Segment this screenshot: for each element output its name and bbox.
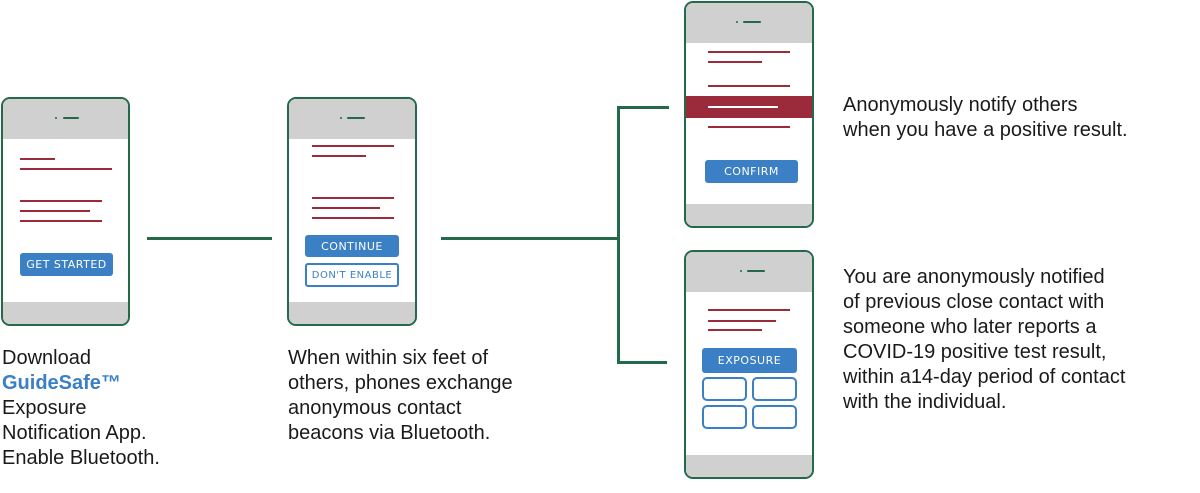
text-line xyxy=(312,207,380,209)
phone-bottom-bezel xyxy=(289,302,415,324)
speaker-icon xyxy=(63,117,79,119)
phone-top-bezel xyxy=(686,252,812,292)
text-line xyxy=(708,320,776,322)
caption-line: When within six feet of xyxy=(288,347,489,369)
get-started-button[interactable]: GET STARTED xyxy=(20,253,113,276)
caption-step4: You are anonymously notified of previous… xyxy=(843,265,1125,415)
connector-step2-branch xyxy=(441,237,619,240)
caption-line: when you have a positive result. xyxy=(843,119,1128,141)
text-line xyxy=(708,309,790,311)
phone-confirm-positive: CONFIRM xyxy=(684,1,814,228)
dont-enable-button[interactable]: DON'T ENABLE xyxy=(305,263,399,287)
phone-top-bezel xyxy=(3,99,128,139)
phone-bottom-bezel xyxy=(686,455,812,477)
tile-1[interactable] xyxy=(702,377,747,401)
caption-line: COVID-19 positive test result, xyxy=(843,341,1107,363)
caption-line: within a14-day period of contact xyxy=(843,366,1126,388)
caption-line: beacons via Bluetooth. xyxy=(288,422,491,444)
caption-line: others, phones exchange xyxy=(288,372,513,394)
camera-icon xyxy=(740,270,742,272)
phone-top-bezel xyxy=(289,99,415,139)
text-line xyxy=(20,210,90,212)
phone-get-started: GET STARTED xyxy=(1,97,130,326)
connector-branch-vertical xyxy=(617,106,620,363)
text-line xyxy=(312,145,394,147)
camera-icon xyxy=(736,21,738,23)
caption-step2: When within six feet of others, phones e… xyxy=(288,346,513,446)
caption-line: Notification App. xyxy=(2,422,147,444)
exposure-button[interactable]: EXPOSURE xyxy=(702,348,797,373)
text-line xyxy=(20,158,55,160)
tile-2[interactable] xyxy=(752,377,797,401)
phone-top-bezel xyxy=(686,3,812,43)
tile-4[interactable] xyxy=(752,405,797,429)
text-line xyxy=(708,61,762,63)
text-line xyxy=(20,220,102,222)
caption-line: Download xyxy=(2,347,91,369)
text-line xyxy=(20,168,112,170)
caption-line: Exposure xyxy=(2,397,87,419)
caption-line: of previous close contact with xyxy=(843,291,1105,313)
speaker-icon xyxy=(747,270,765,272)
text-line xyxy=(708,126,790,128)
text-line xyxy=(708,329,762,331)
tile-3[interactable] xyxy=(702,405,747,429)
caption-step3: Anonymously notify others when you have … xyxy=(843,93,1128,143)
phone-exposure-notification: EXPOSURE xyxy=(684,250,814,479)
phone-bluetooth-permission: CONTINUE DON'T ENABLE xyxy=(287,97,417,326)
caption-line: Enable Bluetooth. xyxy=(2,447,160,469)
caption-line: with the individual. xyxy=(843,391,1007,413)
speaker-icon xyxy=(347,117,365,119)
phone-bottom-bezel xyxy=(686,204,812,226)
text-line xyxy=(312,217,394,219)
caption-line: Anonymously notify others xyxy=(843,94,1078,116)
caption-line: You are anonymously notified xyxy=(843,266,1105,288)
highlighted-row xyxy=(686,96,812,118)
caption-line: anonymous contact xyxy=(288,397,462,419)
connector-branch-bottom xyxy=(617,361,667,364)
phone-bottom-bezel xyxy=(3,302,128,324)
text-line xyxy=(708,51,790,53)
camera-icon xyxy=(55,117,57,119)
caption-step1: Download GuideSafe™ Exposure Notificatio… xyxy=(2,346,160,471)
continue-button[interactable]: CONTINUE xyxy=(305,235,399,257)
text-line xyxy=(312,155,366,157)
speaker-icon xyxy=(743,21,761,23)
text-line xyxy=(20,200,102,202)
connector-branch-top xyxy=(617,106,669,109)
caption-line: someone who later reports a xyxy=(843,316,1097,338)
text-line xyxy=(708,106,778,108)
connector-step1-step2 xyxy=(147,237,272,240)
camera-icon xyxy=(340,117,342,119)
brand-name: GuideSafe™ xyxy=(2,372,121,394)
text-line xyxy=(708,85,790,87)
text-line xyxy=(312,197,394,199)
confirm-button[interactable]: CONFIRM xyxy=(705,160,798,183)
